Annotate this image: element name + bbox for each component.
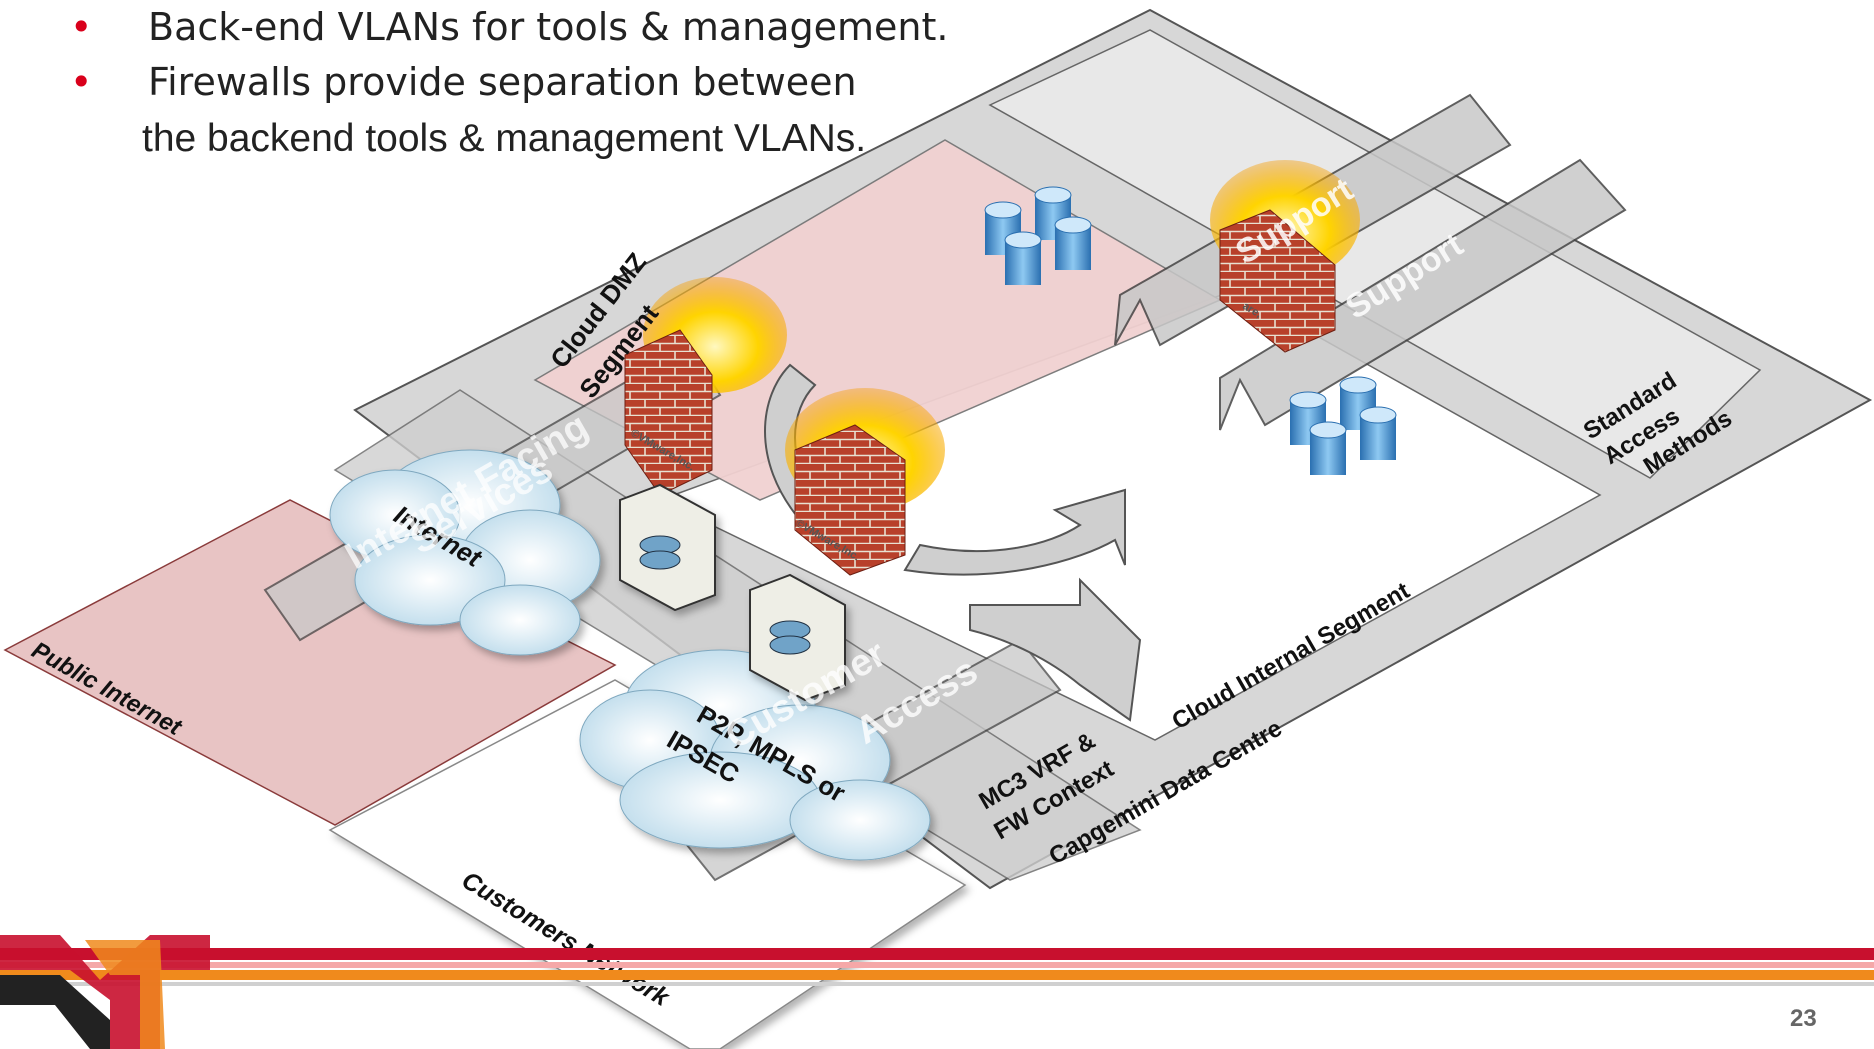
public-internet-plane <box>3 499 617 826</box>
server-icon <box>749 573 846 702</box>
firewall-icon <box>1210 160 1360 353</box>
bullet-dot: • <box>70 60 93 104</box>
bullet-list: •Back-end VLANs for tools & management. … <box>70 0 970 168</box>
support-arrow-2 <box>1219 158 1627 431</box>
internet-cloud <box>329 449 601 656</box>
footer-stripes <box>0 948 1874 986</box>
server-icon <box>619 483 716 612</box>
bullet-text: Firewalls provide separation between <box>148 60 857 104</box>
firewall-icon <box>785 388 945 576</box>
bullet-continuation: the backend tools & management VLANs. <box>142 117 867 160</box>
database-icon <box>1289 376 1397 475</box>
standard-access-plane <box>988 29 1762 479</box>
bullet-item: • Back-end VLANs for tools & management. <box>70 0 970 55</box>
firewall-icon <box>624 277 787 496</box>
database-icon <box>984 186 1092 285</box>
footer-logo <box>0 935 210 1049</box>
curved-arrow-bottom <box>969 577 1142 722</box>
bullet-dot: • <box>70 5 93 49</box>
bullet-item: • Firewalls provide separation between the… <box>70 55 970 168</box>
bullet-text: Back-end VLANs for tools & management. <box>148 5 949 49</box>
page-number: 23 <box>1790 1005 1817 1032</box>
curved-arrow-top <box>903 488 1126 576</box>
